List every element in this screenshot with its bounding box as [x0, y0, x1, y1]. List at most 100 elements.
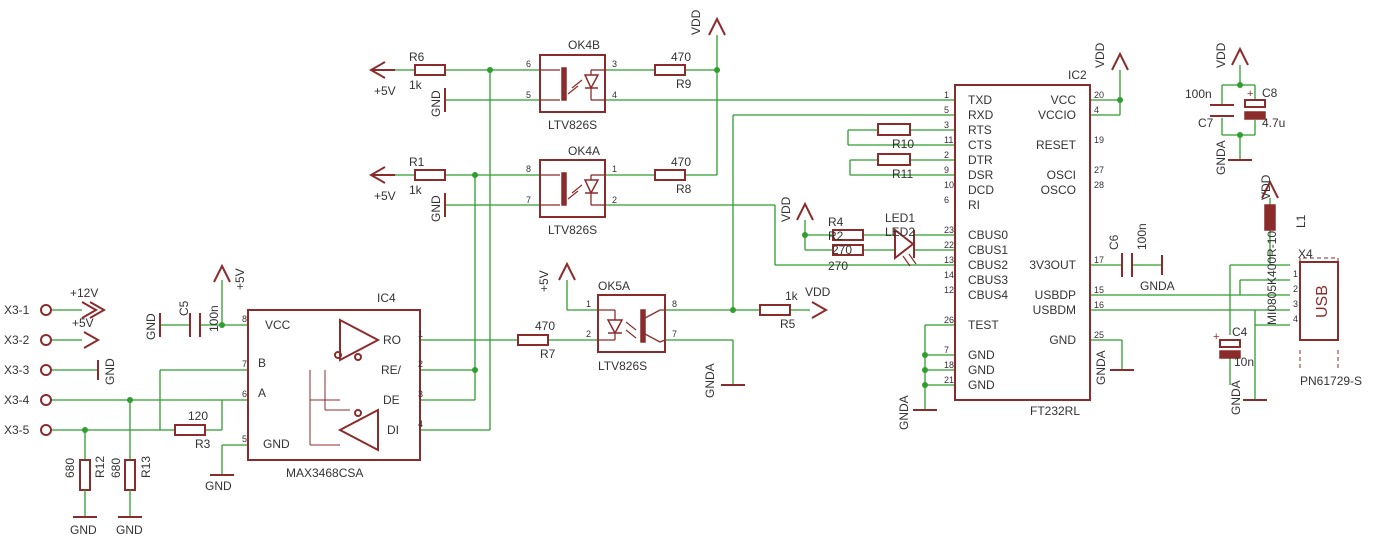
gnda-label-c6: GNDA	[1140, 279, 1175, 293]
r9-ref: R9	[676, 77, 692, 91]
vdd-arrow-icon-c7	[1231, 46, 1249, 66]
p5v-label-x3: +5V	[72, 316, 94, 330]
ic2-pin-name: RTS	[968, 123, 992, 137]
r12: 680 R12 GND	[63, 456, 107, 537]
ic2-pin-number: 2	[944, 150, 949, 160]
ic2-pin-number: 5	[944, 105, 949, 115]
x3-4-label: X3-4	[4, 393, 30, 407]
c5-value: 100n	[207, 305, 221, 332]
c6: C6 100n GNDA	[1107, 223, 1175, 293]
ic2-pin-name: USBDM	[1033, 303, 1076, 317]
ok4a-ref: OK4A	[568, 144, 600, 158]
ic2-pin-name: USBDP	[1035, 288, 1076, 302]
ic2-pin-name: VCC	[1051, 93, 1077, 107]
r11-ref: R11	[892, 167, 913, 181]
ic2-pin-name: RESET	[1036, 138, 1077, 152]
ic2-pin-number: 6	[944, 195, 949, 205]
r13: 680 R13 GND	[109, 456, 153, 537]
ic2-pin-name: OSCI	[1047, 168, 1076, 182]
ic2-pin-name: GND	[968, 378, 995, 392]
ok5a-pin2: 2	[586, 329, 591, 339]
r1: +5V R1 1k GND	[368, 155, 446, 222]
ic4-pin6: 6	[242, 389, 247, 399]
c7-value: 100n	[1185, 87, 1212, 101]
r5-ref: R5	[780, 317, 796, 331]
gnd-label-x3: GND	[103, 358, 117, 385]
ic2-pin-number: 21	[944, 375, 954, 385]
ic2-left-pins: TXD1RXD5RTS3CTS11DTR2DSR9DCD10RI6CBUS023…	[944, 90, 1008, 392]
p5v-label-c5: +5V	[233, 268, 247, 290]
driver-triangle-icon	[337, 408, 379, 452]
ic4-pin5: 5	[242, 434, 247, 444]
r7-ref: R7	[540, 347, 556, 361]
ic2-pin-number: 4	[1094, 105, 1099, 115]
c6-value: 100n	[1135, 223, 1149, 250]
c7-c8: VDD + 100n C7 C8 4.7u GNDA	[1185, 42, 1285, 175]
r7: 470 R7	[517, 319, 556, 361]
connector-x3: X3-1 X3-2 X3-3 X3-4 X3-5 +12V +5V GND	[4, 286, 117, 437]
ic2-pin-number: 23	[944, 225, 954, 235]
ic2-pin-number: 20	[1094, 90, 1104, 100]
r10-ref: R10	[892, 137, 914, 151]
ok5a-pin1: 1	[586, 299, 591, 309]
ic2-pin-number: 9	[944, 165, 949, 175]
ic2-value: FT232RL	[1030, 404, 1080, 418]
ic2: IC2 FT232RL TXD1RXD5RTS3CTS11DTR2DSR9DCD…	[897, 42, 1134, 430]
c4-value: 10n	[1234, 355, 1254, 369]
r12-ref: R12	[93, 456, 107, 478]
ic4-pin8: 8	[242, 314, 247, 324]
r12-value: 680	[63, 458, 77, 478]
ic2-pin-name: CBUS3	[968, 273, 1008, 287]
vdd-top: VDD	[689, 9, 726, 36]
r6-value: 1k	[409, 78, 423, 92]
r4-ref: R4	[828, 215, 844, 229]
r9: 470 R9	[654, 50, 692, 91]
gnd-label-ic4: GND	[205, 479, 232, 493]
ic2-pin-name: 3V3OUT	[1029, 258, 1076, 272]
p5v-label-ok5a: +5V	[537, 270, 551, 292]
ok4b-pin4: 4	[612, 90, 617, 100]
r3: 120 R3	[174, 409, 211, 451]
p12v-arrow-icon	[81, 301, 107, 319]
ic2-pin-number: 14	[944, 270, 954, 280]
gnd-label-r12: GND	[70, 523, 97, 537]
ic4-de: DE	[383, 393, 400, 407]
r6: +5V R6 1k GND	[368, 50, 446, 117]
ok5a-pin7: 7	[672, 329, 677, 339]
usb-label: USB	[1314, 285, 1331, 318]
vdd-arrow-icon-top	[708, 16, 726, 36]
ic2-pin-number: 17	[1094, 255, 1104, 265]
ic2-pin-name: TEST	[968, 318, 999, 332]
ic4-pin7: 7	[242, 359, 247, 369]
p12v-label: +12V	[70, 286, 98, 300]
r7-value: 470	[535, 319, 555, 333]
ic2-pin-number: 7	[944, 345, 949, 355]
c8-value: 4.7u	[1262, 116, 1285, 130]
l1-value: MI0805K400R-10	[1265, 231, 1279, 325]
ic2-pin-name: GND	[968, 348, 995, 362]
x4-ref: X4	[1298, 247, 1313, 261]
c4: + C4 10n GNDA	[1213, 325, 1267, 415]
ic4-pin2: 2	[418, 359, 423, 369]
x4-pin1: 1	[1293, 269, 1298, 279]
gnd-label-c5: GND	[144, 313, 158, 340]
r1-ref: R1	[409, 155, 425, 169]
receiver-triangle-icon	[339, 318, 381, 362]
ic2-pin-name: GND	[968, 363, 995, 377]
ic2-pin-name: VCCIO	[1038, 108, 1076, 122]
wires	[52, 35, 1290, 475]
ok5a-pin8: 8	[672, 299, 677, 309]
p5v-arrow-icon-ok5a	[558, 261, 576, 281]
ic2-pin-name: CBUS0	[968, 228, 1008, 242]
c4-ref: C4	[1232, 325, 1248, 339]
l1: VDD L1 MI0805K400R-10	[1259, 174, 1308, 325]
r13-value: 680	[109, 458, 123, 478]
x4-usb: USB X4 PN61729-S 1 2 3 4	[1293, 247, 1362, 388]
led-section: VDD R4 R2 270 270 LED1 LED2	[779, 196, 917, 273]
ic2-pin-number: 12	[944, 285, 954, 295]
ic2-pin-name: CBUS4	[968, 288, 1008, 302]
ic2-pin-number: 13	[944, 255, 954, 265]
ic2-pin-number: 16	[1094, 300, 1104, 310]
c8-ref: C8	[1262, 86, 1278, 100]
